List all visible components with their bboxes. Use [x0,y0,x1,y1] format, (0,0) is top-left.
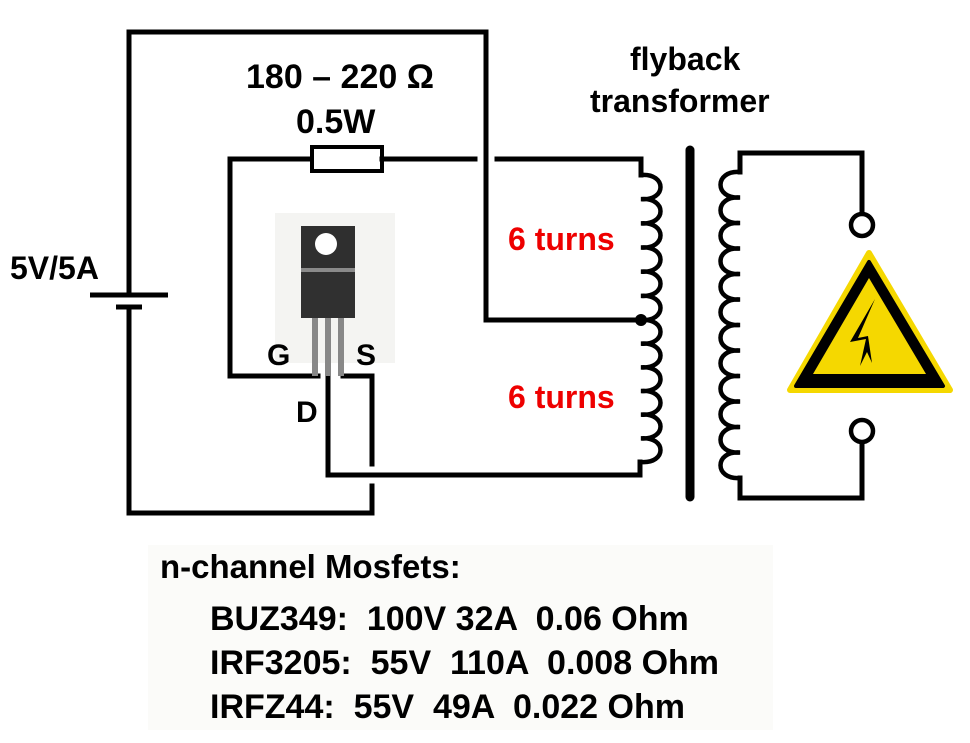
resistor-power-label: 0.5W [296,103,376,141]
secondary-top-wire [737,150,865,217]
hv-terminal-top [848,211,876,239]
spec-row: IRF3205: 55V 110A 0.008 Ohm [210,644,720,682]
drain-pin-label: D [296,396,318,429]
spec-row: BUZ349: 100V 32A 0.06 Ohm [210,600,689,638]
source-pin-label: S [356,339,376,372]
coil-turns [640,172,663,323]
supply-positive-wire [126,29,643,323]
upper-turns-label: 6 turns [508,221,615,257]
mosfet-spec-panel [148,545,773,730]
lower-turns-label: 6 turns [508,379,615,415]
supply-label: 5V/5A [10,250,99,286]
high-voltage-warning-icon [787,250,953,393]
spec-row: IRFZ44: 55V 49A 0.022 Ohm [210,688,685,726]
coil-turns [640,317,663,465]
gate-wire [227,156,321,379]
primary-winding-upper [640,172,663,323]
transformer-label-line2: transformer [590,83,770,119]
gate-pin-label: G [267,339,290,372]
resistor [310,145,384,173]
secondary-bottom-wire [737,439,865,501]
primary-winding-lower [640,317,663,465]
secondary-winding [718,169,741,481]
resistor-value-label: 180 – 220 Ω [246,58,434,96]
transformer-label-line1: flyback [630,41,740,77]
mosfet-to220 [275,213,395,376]
coil-turns [718,169,741,481]
feedback-winding-wire [494,156,644,178]
spec-title: n-channel Mosfets: [160,548,461,585]
supply-negative-wire [126,307,375,516]
hv-terminal-bottom [848,417,876,445]
drain-wire [325,373,643,478]
source-wire [340,373,375,467]
